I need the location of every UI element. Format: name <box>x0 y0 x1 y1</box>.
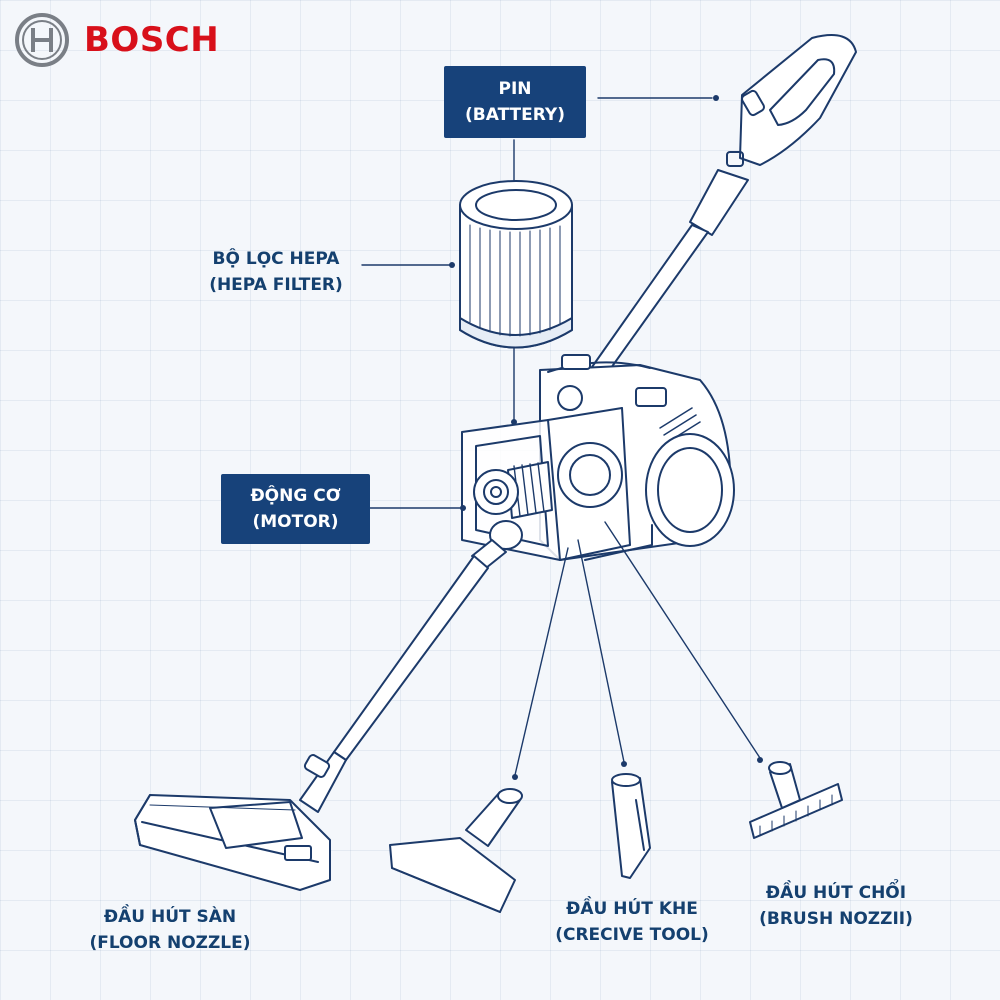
mini-floor-nozzle <box>389 788 523 913</box>
handle-grip <box>726 34 857 167</box>
brush-nozzle-label: ĐẦU HÚT CHỔI (BRUSH NOZZII) <box>759 883 913 929</box>
bosch-logo: BOSCH <box>14 12 219 68</box>
brand-name: BOSCH <box>84 20 220 60</box>
bosch-armature-icon <box>15 13 69 67</box>
crevice-tool <box>611 773 651 879</box>
hepa-filter <box>459 180 573 349</box>
crevice-tool-label: ĐẦU HÚT KHE (CRECIVE TOOL) <box>555 899 709 945</box>
motor-label: ĐỘNG CƠ (MOTOR) <box>221 474 370 544</box>
upper-wand <box>591 169 749 376</box>
floor-nozzle <box>134 794 331 891</box>
hepa-filter-label: BỘ LỌC HEPA (HEPA FILTER) <box>209 249 343 295</box>
floor-nozzle-label: ĐẦU HÚT SÀN (FLOOR NOZZLE) <box>89 907 251 953</box>
leader-dots <box>449 95 763 780</box>
lower-wand <box>299 520 523 813</box>
brush-tool <box>749 761 843 839</box>
battery-label: PIN (BATTERY) <box>444 66 586 138</box>
motor-cage <box>461 385 631 561</box>
leader-lines <box>361 97 761 776</box>
